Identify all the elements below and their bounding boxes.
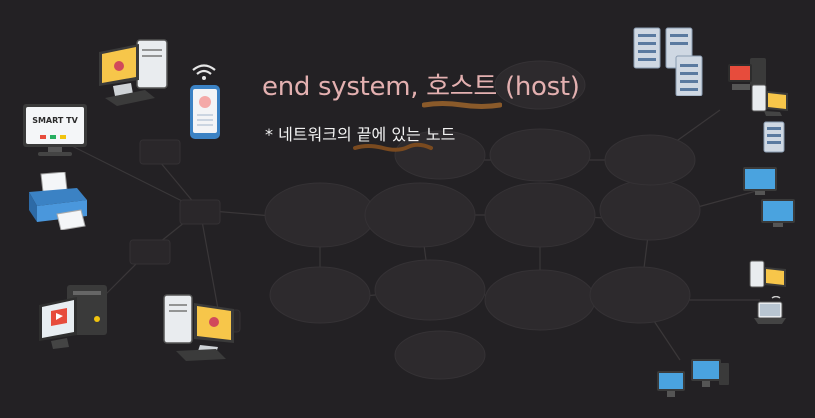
desktop-computer-icon [749, 260, 786, 288]
smart-tv-icon: SMART TV [22, 103, 88, 157]
subtitle-suffix: 있는 노드 [386, 125, 456, 144]
title-prefix: end system, [262, 72, 427, 102]
subtitle-prefix: * 네트워크의 [265, 125, 357, 144]
title-suffix: (host) [497, 72, 580, 102]
printer-icon [29, 172, 87, 230]
desktop-computer-icon [99, 39, 168, 106]
monitor-icon [657, 359, 729, 397]
smartphone-icon [190, 85, 220, 139]
desktop-computer-icon [728, 58, 766, 90]
monitor-icon [743, 167, 795, 227]
server-icon [763, 121, 785, 153]
title-highlight: 호스트 [422, 66, 503, 109]
subtitle-highlight: 끝에 [352, 121, 433, 152]
slide-title: end system, 호스트 (host) [262, 66, 580, 109]
smart-tv-label: SMART TV [32, 116, 78, 125]
wifi-icon [192, 64, 216, 80]
smart-tv-shape [23, 104, 87, 156]
server-rack-icon [633, 27, 703, 96]
brush-underline [352, 142, 433, 152]
desktop-computer-icon [163, 294, 234, 361]
title-highlight-text: 호스트 [426, 72, 498, 102]
desktop-computer-icon [751, 84, 788, 116]
slide-subtitle: * 네트워크의 끝에 있는 노드 [265, 121, 456, 152]
desktop-video-icon [39, 285, 107, 349]
laptop-icon [754, 296, 786, 324]
subtitle-highlight-text: 끝에 [356, 125, 387, 144]
brush-underline [422, 101, 503, 109]
